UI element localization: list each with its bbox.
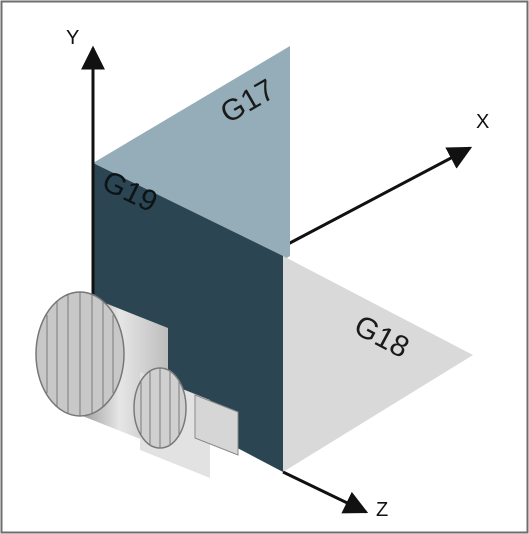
y-axis-label: Y [66, 27, 79, 49]
z-axis-line [282, 470, 369, 514]
workpiece-cylinder-icon [35, 291, 239, 478]
g18-plane [283, 256, 473, 472]
x-axis-line [287, 146, 473, 246]
x-axis-label: X [476, 111, 489, 133]
z-axis-label: Z [376, 499, 388, 521]
